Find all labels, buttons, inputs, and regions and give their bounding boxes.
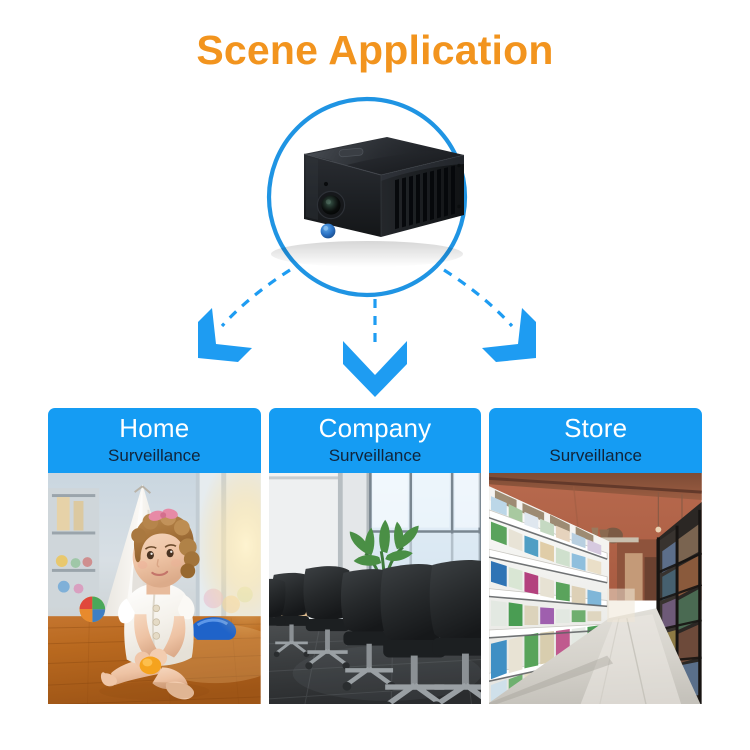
power-indicator-button	[320, 223, 336, 239]
hero-diagram	[0, 92, 750, 402]
office-chair	[268, 578, 286, 626]
toy-ball	[79, 596, 106, 622]
page-title: Scene Application	[196, 27, 554, 73]
card-title-store: Store	[564, 413, 628, 443]
card-subtitle-store: Surveillance	[549, 445, 642, 465]
arrow-to-store	[443, 268, 536, 362]
microphone-hole	[323, 181, 329, 187]
scene-card-home[interactable]: Home Surveillance	[48, 408, 261, 704]
home-toddler-playing-photo	[48, 472, 261, 704]
arrow-to-home	[198, 268, 291, 362]
toddler-figure	[100, 508, 200, 700]
camera-lens	[316, 190, 346, 220]
mini-camera-device	[303, 137, 465, 239]
store-retail-aisle-photo	[489, 472, 703, 704]
potted-plant	[349, 519, 419, 603]
card-subtitle-home: Surveillance	[108, 445, 201, 465]
card-title-company: Company	[318, 413, 432, 443]
scene-cards: Home Surveillance	[48, 408, 703, 704]
card-header-company: Company Surveillance	[268, 408, 482, 473]
vent-slats	[395, 165, 455, 230]
device-ring-circle	[266, 96, 468, 298]
card-title-home: Home	[119, 413, 190, 443]
office-chair	[303, 565, 350, 670]
arrow-to-company	[343, 299, 407, 397]
card-header-home: Home Surveillance	[48, 408, 261, 473]
company-conference-room-photo	[268, 472, 482, 704]
scene-card-company[interactable]: Company Surveillance	[268, 408, 482, 704]
card-header-store: Store Surveillance	[489, 408, 703, 473]
card-subtitle-company: Surveillance	[328, 445, 422, 465]
shelf-products	[491, 495, 602, 704]
office-chair	[429, 559, 482, 704]
scene-card-store[interactable]: Store Surveillance	[489, 408, 703, 704]
hair-bow	[148, 508, 178, 521]
